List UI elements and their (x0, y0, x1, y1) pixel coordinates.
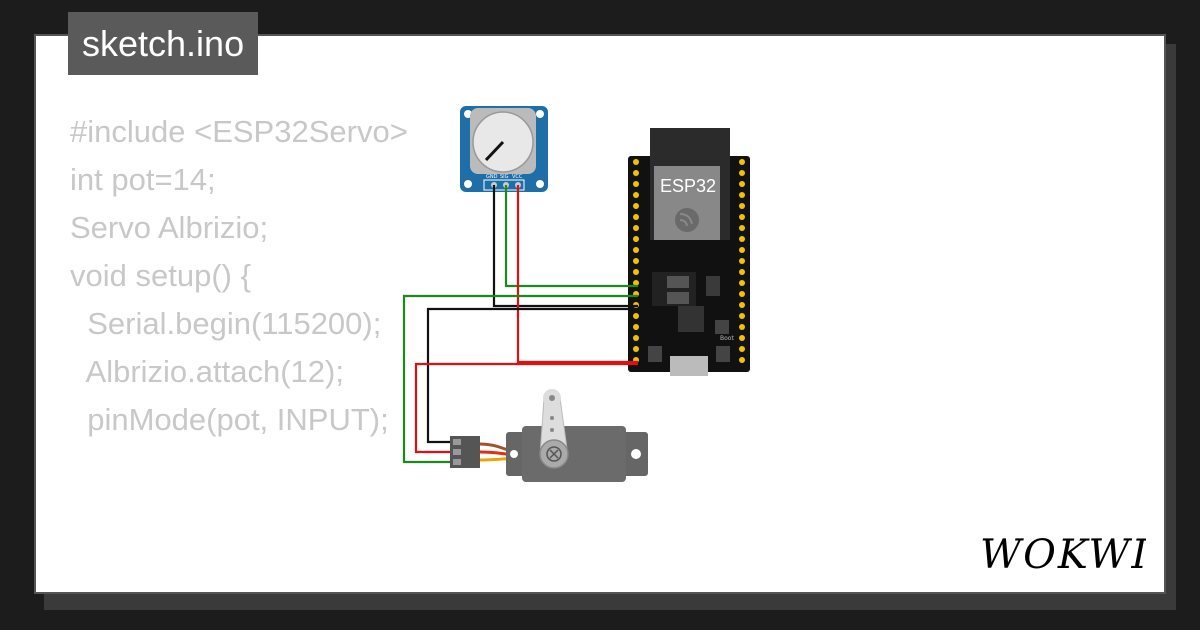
board-pin (633, 247, 639, 253)
boot-label: Boot (720, 335, 734, 342)
file-title: sketch.ino (68, 12, 259, 75)
esp32-board[interactable]: ESP32 Boot (628, 128, 750, 376)
board-pin (739, 357, 745, 363)
board-pin (739, 313, 745, 319)
board-pin (633, 236, 639, 242)
board-pin (633, 203, 639, 209)
servo-motor[interactable] (450, 389, 648, 482)
espressif-icon (675, 208, 699, 232)
wire-pot-sig (504, 185, 638, 288)
wire-servo-vcc (414, 362, 638, 454)
wire-pot-vcc (516, 185, 638, 364)
wokwi-logo: WOKWI (980, 532, 1146, 578)
code-line: int pot=14; (70, 162, 216, 197)
usb-port (670, 356, 708, 376)
board-pin (739, 203, 745, 209)
wire-servo-signal (402, 294, 638, 464)
code-line: void setup() { (70, 258, 251, 293)
board-pin (633, 181, 639, 187)
board-label: ESP32 (660, 176, 716, 196)
brand-label: WOKWI (980, 532, 1146, 578)
pot-pin-gnd: GND (486, 174, 498, 180)
board-pin (633, 170, 639, 176)
code-line: pinMode(pot, INPUT); (70, 402, 389, 437)
board-pin (633, 225, 639, 231)
en-button[interactable] (648, 346, 662, 362)
board-pin (633, 346, 639, 352)
preview-card: #include <ESP32Servo> int pot=14; Servo Al… (34, 34, 1166, 594)
wires (402, 185, 638, 464)
board-pin (739, 258, 745, 264)
board-pin (739, 291, 745, 297)
board-pin (633, 324, 639, 330)
board-pin (633, 214, 639, 220)
board-pin (633, 335, 639, 341)
pot-indicator (484, 140, 505, 162)
board-pin (739, 159, 745, 165)
board-pin (739, 236, 745, 242)
pot-pin-vcc: VCC (512, 174, 523, 180)
board-pins-right (739, 159, 745, 363)
board-pin (739, 280, 745, 286)
code-line: Servo Albrizio; (70, 210, 269, 245)
board-pin (633, 192, 639, 198)
wire-pot-gnd (492, 185, 638, 308)
code-line: Serial.begin(115200); (70, 306, 382, 341)
board-pin (739, 214, 745, 220)
board-pin (739, 269, 745, 275)
board-pin (633, 269, 639, 275)
code-line: Albrizio.attach(12); (70, 354, 344, 389)
board-pin (633, 313, 639, 319)
board-pin (739, 302, 745, 308)
board-pin (739, 324, 745, 330)
wire-servo-gnd (426, 307, 638, 444)
board-pin (739, 247, 745, 253)
board-pins-left (633, 159, 639, 363)
board-pin (739, 170, 745, 176)
board-pin (739, 335, 745, 341)
board-pin (633, 159, 639, 165)
boot-button[interactable] (716, 346, 730, 362)
board-pin (739, 192, 745, 198)
potentiometer[interactable]: GND SIG VCC (460, 106, 548, 192)
code-snippet: #include <ESP32Servo> int pot=14; Servo Al… (70, 108, 408, 444)
board-pin (633, 280, 639, 286)
board-pin (739, 181, 745, 187)
board-pin (633, 258, 639, 264)
board-pin (739, 346, 745, 352)
pot-pin-sig: SIG (500, 174, 509, 180)
code-line: #include <ESP32Servo> (70, 114, 408, 149)
board-pin (739, 225, 745, 231)
